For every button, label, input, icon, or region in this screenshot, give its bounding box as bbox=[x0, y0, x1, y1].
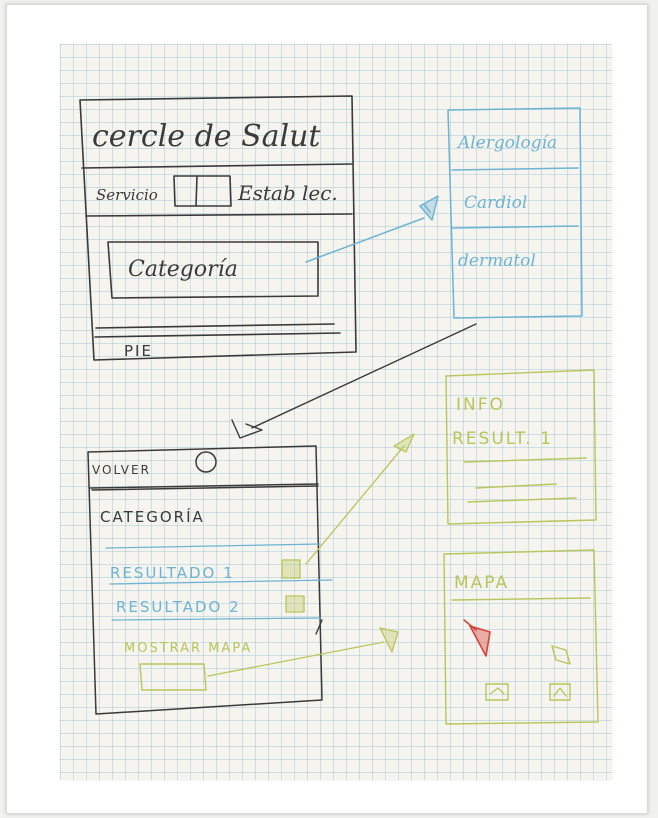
info-title-line2: RESULT. 1 bbox=[452, 429, 553, 449]
arrows-to-detail bbox=[207, 433, 415, 677]
category-button[interactable]: Categoría bbox=[128, 257, 238, 282]
category-heading: CATEGORÍA bbox=[100, 507, 205, 526]
app-title: cercle de Salut bbox=[92, 119, 321, 154]
selected-pin-icon[interactable] bbox=[469, 625, 491, 657]
result-item-1[interactable]: RESULTADO 1 bbox=[110, 564, 235, 582]
filter-label-establecimiento: Estab lec. bbox=[237, 181, 338, 205]
arrow-to-results bbox=[231, 323, 477, 439]
map-button-box[interactable] bbox=[139, 663, 207, 691]
info-title-line1: INFO bbox=[456, 395, 505, 415]
back-button[interactable]: VOLVER bbox=[92, 463, 151, 477]
map-screen-sketch bbox=[443, 549, 599, 725]
main-screen-sketch bbox=[79, 95, 357, 361]
show-map-link[interactable]: MOSTRAR MAPA bbox=[124, 641, 252, 656]
info-screen-sketch bbox=[445, 369, 597, 525]
selected-pin-tail bbox=[463, 619, 477, 631]
menu-item-cardiologia[interactable]: Cardiol bbox=[464, 193, 527, 213]
results-screen-sketch bbox=[87, 445, 323, 715]
menu-item-dermatologia[interactable]: dermatol bbox=[458, 251, 536, 271]
scroll-mark bbox=[315, 619, 323, 635]
map-title: MAPA bbox=[454, 573, 509, 593]
category-menu-sketch bbox=[305, 107, 583, 319]
footer-label: PIE bbox=[124, 342, 153, 360]
menu-item-alergologia[interactable]: Alergología bbox=[456, 133, 557, 153]
result-item-2[interactable]: RESULTADO 2 bbox=[116, 598, 241, 616]
filter-label-servicio: Servicio bbox=[96, 186, 158, 204]
